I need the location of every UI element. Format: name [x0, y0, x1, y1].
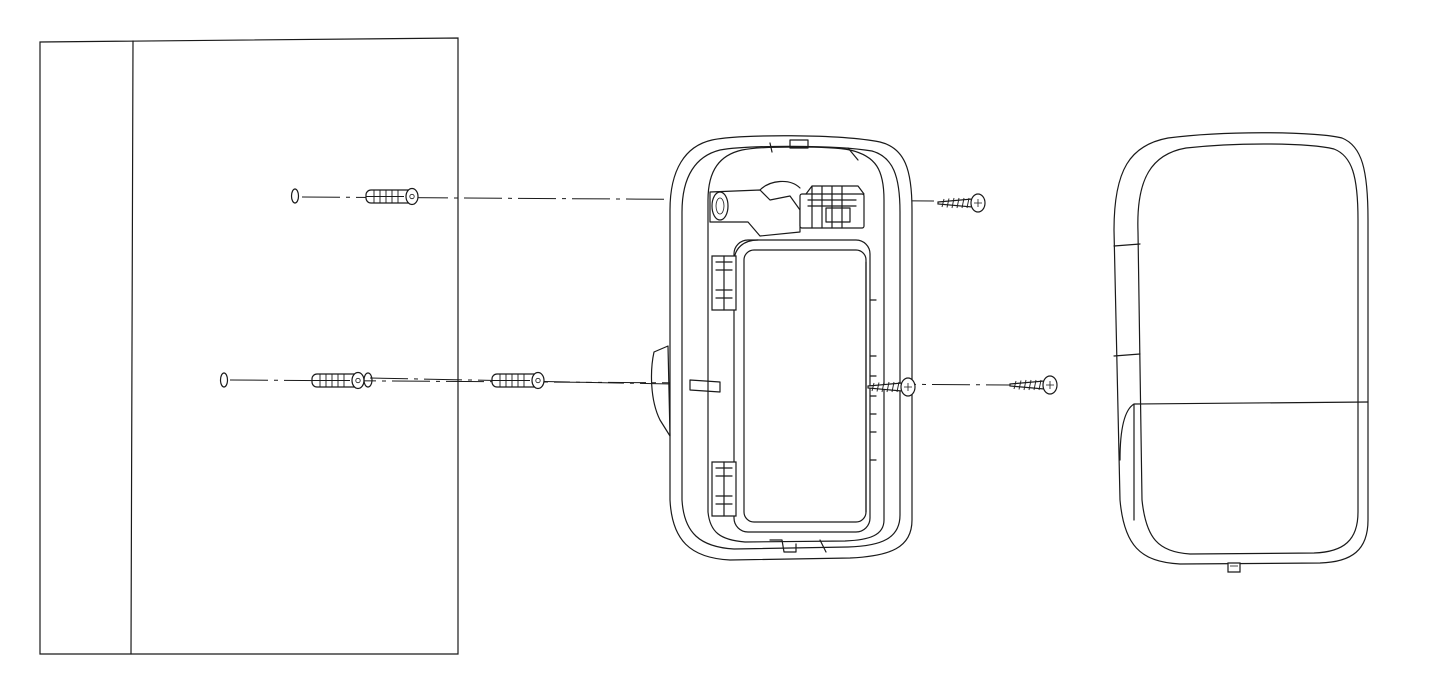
- wall-plug: [491, 371, 545, 390]
- battery-compartment: [733, 239, 877, 533]
- wall-slab: [39, 37, 459, 655]
- base-plate: [650, 135, 913, 561]
- front-cover-outer: [1113, 132, 1369, 565]
- wall-plug: [311, 371, 373, 390]
- front-cover-side-seams: [1113, 243, 1141, 357]
- base-plate-inner-rim: [681, 145, 901, 550]
- tamper-switch-block: [799, 185, 865, 229]
- front-cover-face: [1137, 143, 1359, 555]
- base-plate-hinge-tab: [650, 345, 671, 437]
- alignment-line-lower-2: [369, 377, 871, 389]
- left-clip-upper: [711, 255, 737, 311]
- mounting-screw: [937, 193, 986, 213]
- base-plate-side-wall: [707, 146, 885, 543]
- lower-mount-slot: [689, 379, 721, 393]
- left-clip-lower: [711, 461, 737, 517]
- drill-hole-lower: [219, 372, 229, 388]
- wall: [39, 37, 459, 655]
- front-cover: [1113, 132, 1369, 573]
- wall-corner-edge: [130, 40, 134, 655]
- mounting-screw: [867, 377, 916, 397]
- cover-locking-screw: [1227, 562, 1241, 573]
- wall-plug: [365, 187, 419, 206]
- front-cover-lens-window: [1119, 401, 1369, 521]
- base-plate-bottom-latch: [769, 539, 827, 553]
- drill-hole-upper: [290, 188, 300, 204]
- mounting-screw: [1009, 375, 1058, 395]
